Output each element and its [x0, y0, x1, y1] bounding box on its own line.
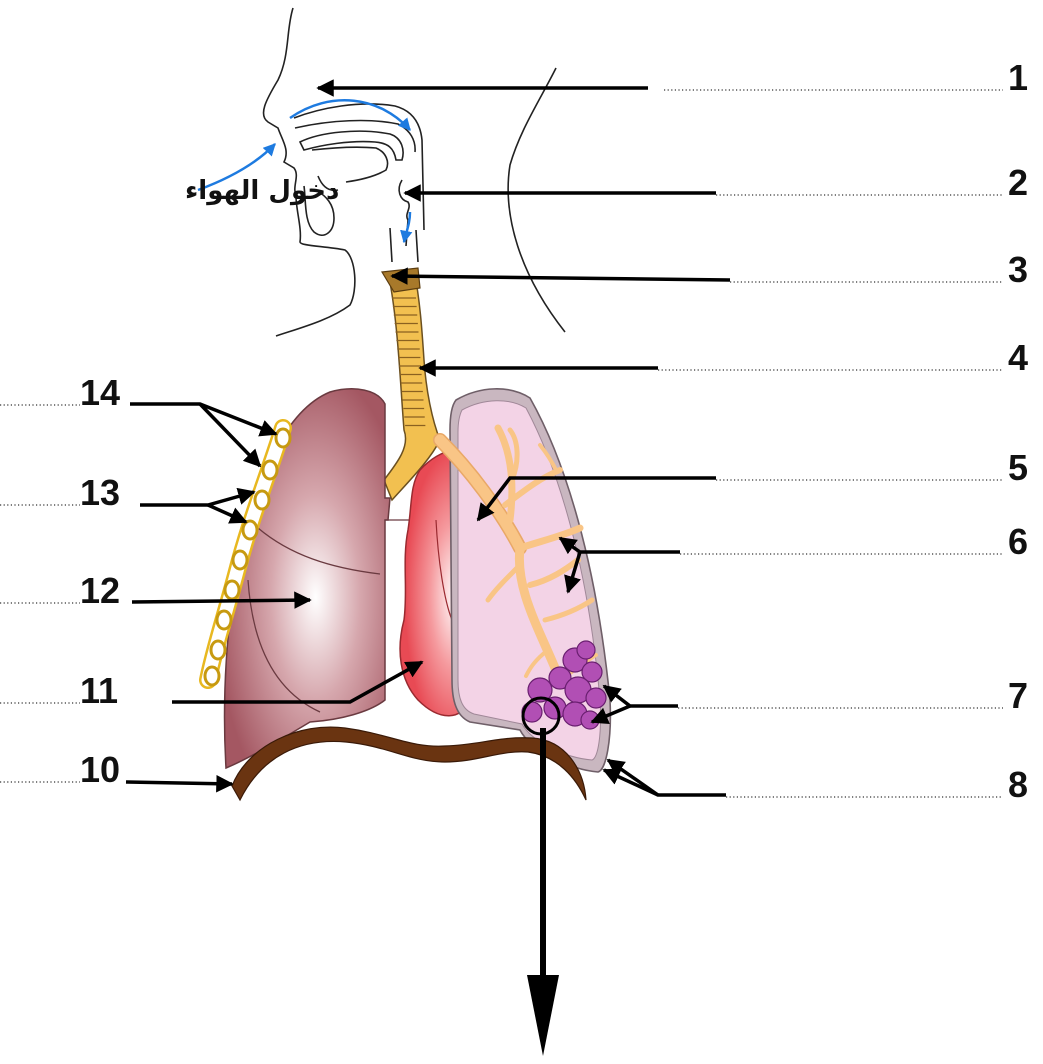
rib-bone — [211, 641, 225, 659]
label-12: 12 — [80, 570, 120, 611]
label-1: 1 — [1008, 57, 1028, 98]
label-14: 14 — [80, 372, 120, 413]
rib-bone — [263, 461, 277, 479]
label-2: 2 — [1008, 162, 1028, 203]
rib-bone — [276, 429, 290, 447]
label-3: 3 — [1008, 249, 1028, 290]
label-13: 13 — [80, 472, 120, 513]
label-6: 6 — [1008, 521, 1028, 562]
air-entry-label: دخول الهواء — [185, 176, 339, 206]
rib-bone — [217, 611, 231, 629]
label-11: 11 — [80, 670, 118, 711]
diaphragm — [232, 727, 586, 800]
rib-bone — [243, 521, 257, 539]
label-10: 10 — [80, 749, 120, 790]
zoom-arrow — [527, 728, 559, 1056]
label-8: 8 — [1008, 764, 1028, 805]
left-lung — [225, 389, 390, 768]
rib-bone — [205, 667, 219, 685]
label-4: 4 — [1008, 337, 1028, 378]
rib-bone — [225, 581, 239, 599]
rib-bone — [255, 491, 269, 509]
label-5: 5 — [1008, 447, 1028, 488]
rib-bone — [233, 551, 247, 569]
label-7: 7 — [1008, 675, 1028, 716]
